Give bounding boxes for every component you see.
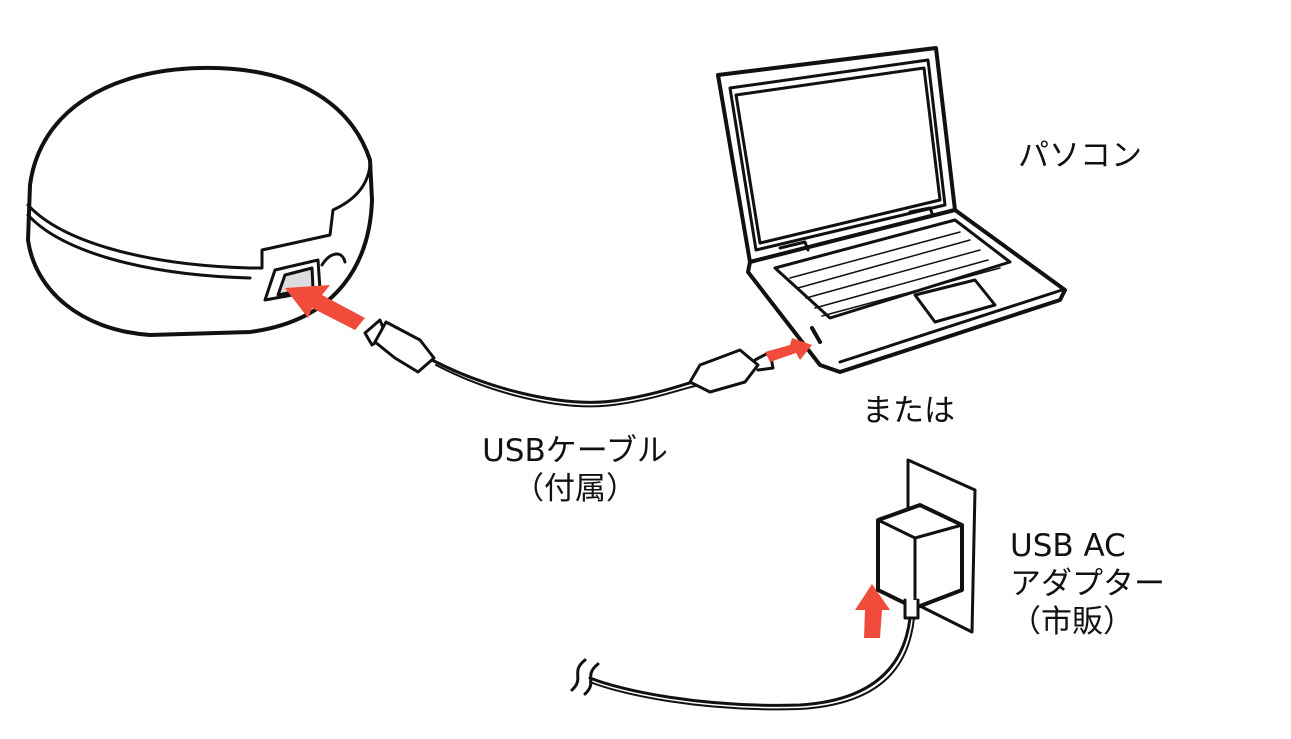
or-label: または: [862, 393, 955, 429]
cable-label-note: （付属）: [513, 471, 637, 507]
arrow-to-adapter: [855, 584, 890, 638]
adapter-label: USB AC アダプター （市販）: [1010, 527, 1165, 641]
adapter-label-line3: （市販）: [1010, 604, 1134, 640]
pc-label: パソコン: [1018, 138, 1142, 174]
adapter-label-line1: USB AC: [1010, 528, 1126, 564]
arrow-to-case: [285, 285, 365, 330]
cable-label: USBケーブル （付属）: [460, 432, 690, 508]
adapter-label-line2: アダプター: [1010, 566, 1165, 602]
cable-label-name: USBケーブル: [482, 433, 668, 469]
charging-case-icon: [26, 65, 374, 337]
arrow-icon: [285, 285, 890, 638]
arrow-to-laptop: [765, 338, 812, 362]
usb-cable-icon: [363, 318, 775, 408]
laptop-icon: [716, 46, 1067, 374]
usb-ac-adapter-icon: [570, 503, 964, 711]
